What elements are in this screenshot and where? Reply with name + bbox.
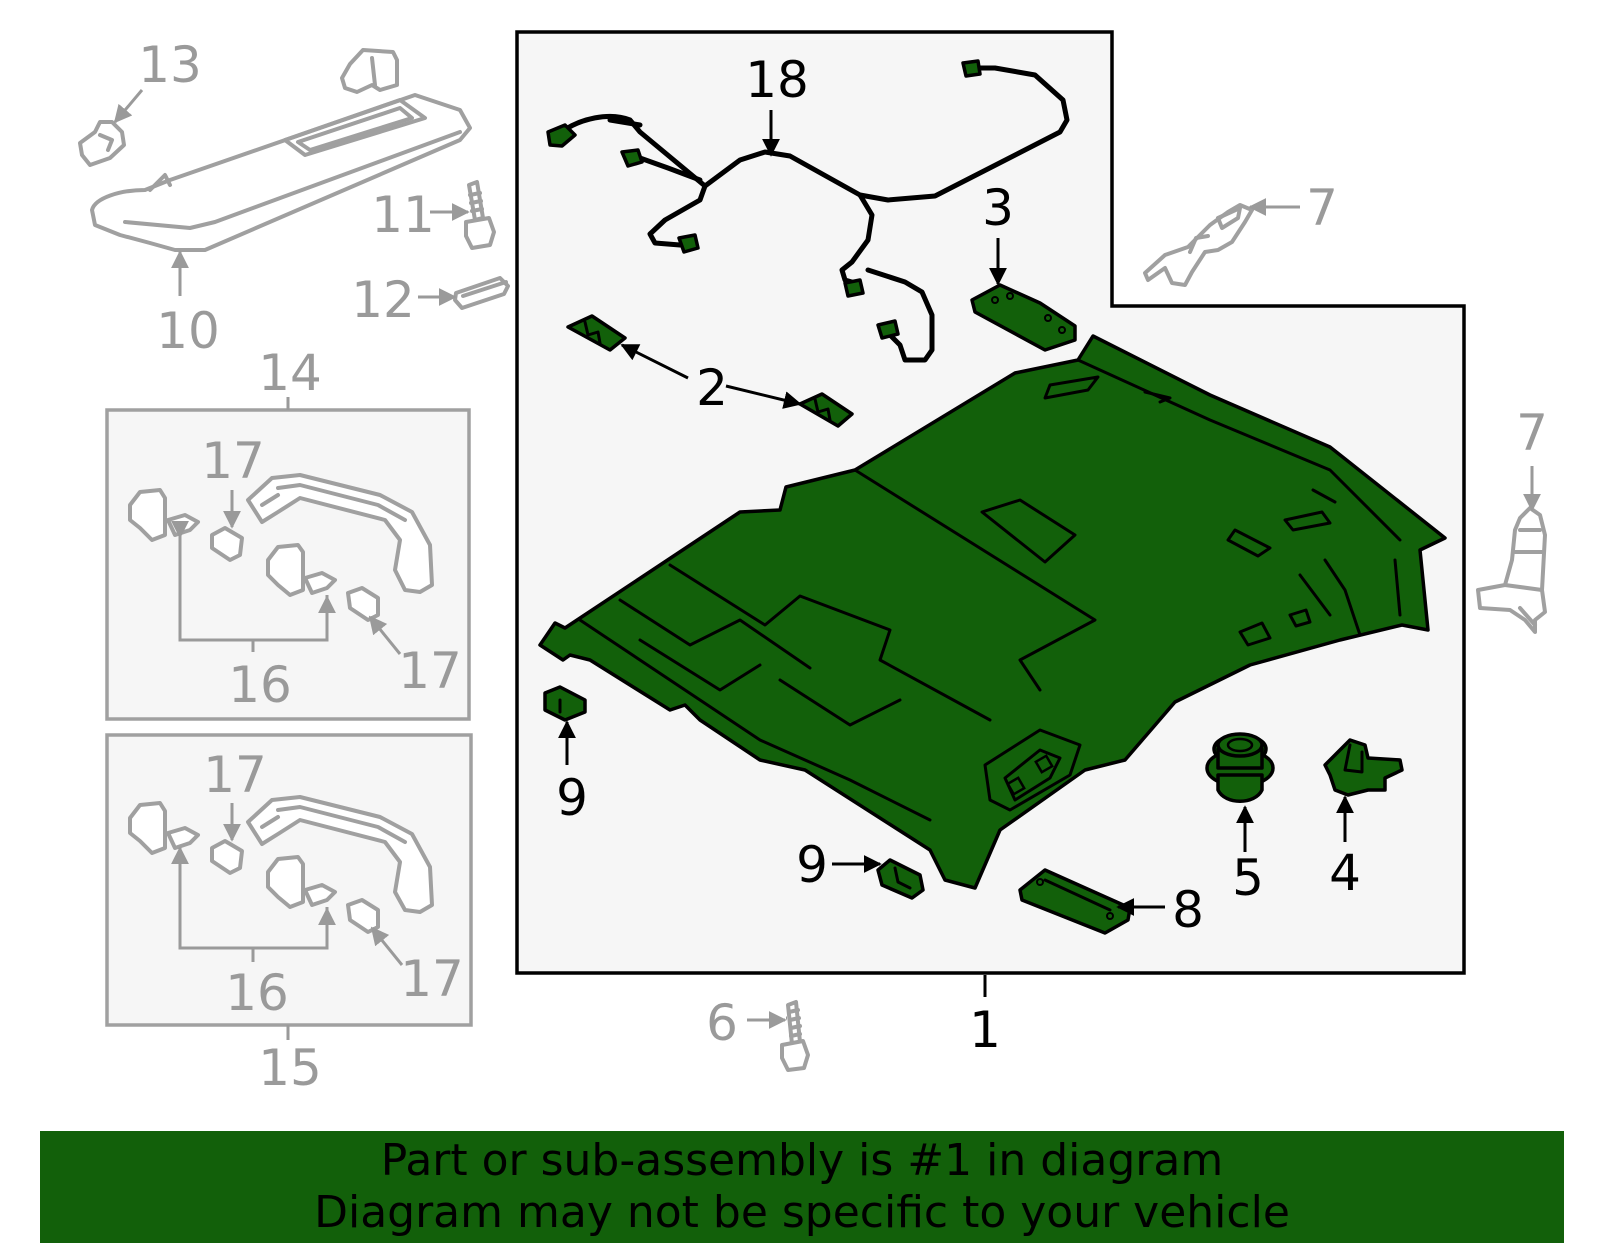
callout-6: 6 (706, 994, 738, 1052)
clip-part-9-a[interactable] (543, 685, 587, 722)
callout-1: 1 (969, 1001, 1001, 1059)
clip-part-9-b[interactable] (876, 858, 925, 900)
callout-17-a: 17 (201, 432, 265, 490)
leader-lines-dark (558, 110, 1354, 997)
clip-part-12[interactable] (453, 276, 510, 310)
callout-16-lower: 16 (225, 964, 289, 1022)
callout-8: 8 (1172, 881, 1204, 939)
callout-4: 4 (1329, 844, 1361, 902)
bolt-part-11[interactable] (464, 180, 496, 250)
callout-2: 2 (696, 359, 728, 417)
callout-13: 13 (138, 36, 202, 94)
callout-7-upper: 7 (1306, 179, 1338, 237)
bolt-part-6[interactable] (780, 1000, 810, 1072)
callout-5: 5 (1232, 849, 1264, 907)
clip-part-2-b[interactable] (798, 392, 854, 428)
leader-lines-gray (113, 89, 1541, 1040)
grab-handle-assembly-14[interactable] (128, 473, 434, 622)
headliner-part-1[interactable] (538, 334, 1447, 890)
callout-17-c: 17 (203, 746, 267, 804)
callout-7-right: 7 (1516, 404, 1548, 462)
sun-visor-part-10[interactable] (90, 48, 472, 252)
callout-18: 18 (745, 51, 809, 109)
grommet-part-5[interactable] (1205, 732, 1275, 803)
callout-15: 15 (258, 1039, 322, 1097)
clip-part-4[interactable] (1323, 738, 1404, 797)
callout-10: 10 (156, 302, 220, 360)
bracket-part-3[interactable] (970, 283, 1077, 352)
wire-harness-part-18[interactable] (546, 59, 1070, 363)
callout-11: 11 (371, 186, 435, 244)
callout-17-b: 17 (398, 642, 462, 700)
callout-17-d: 17 (400, 950, 464, 1008)
info-banner: Part or sub-assembly is #1 in diagram Di… (40, 1131, 1564, 1243)
banner-line-2: Diagram may not be specific to your vehi… (314, 1187, 1290, 1238)
lamp-part-8[interactable] (1018, 868, 1132, 935)
callout-16-upper: 16 (228, 656, 292, 714)
callout-9-left: 9 (556, 769, 588, 827)
callout-12: 12 (351, 271, 415, 329)
grab-handle-assembly-15[interactable] (128, 795, 434, 934)
bracket-part-7-a[interactable] (1143, 203, 1254, 287)
banner-line-1: Part or sub-assembly is #1 in diagram (380, 1135, 1224, 1186)
bracket-part-7-b[interactable] (1476, 506, 1547, 634)
callout-14: 14 (258, 344, 322, 402)
clip-part-13[interactable] (78, 120, 126, 167)
callout-3: 3 (982, 179, 1014, 237)
callout-9-lower: 9 (796, 836, 828, 894)
clip-part-2-a[interactable] (566, 314, 627, 352)
